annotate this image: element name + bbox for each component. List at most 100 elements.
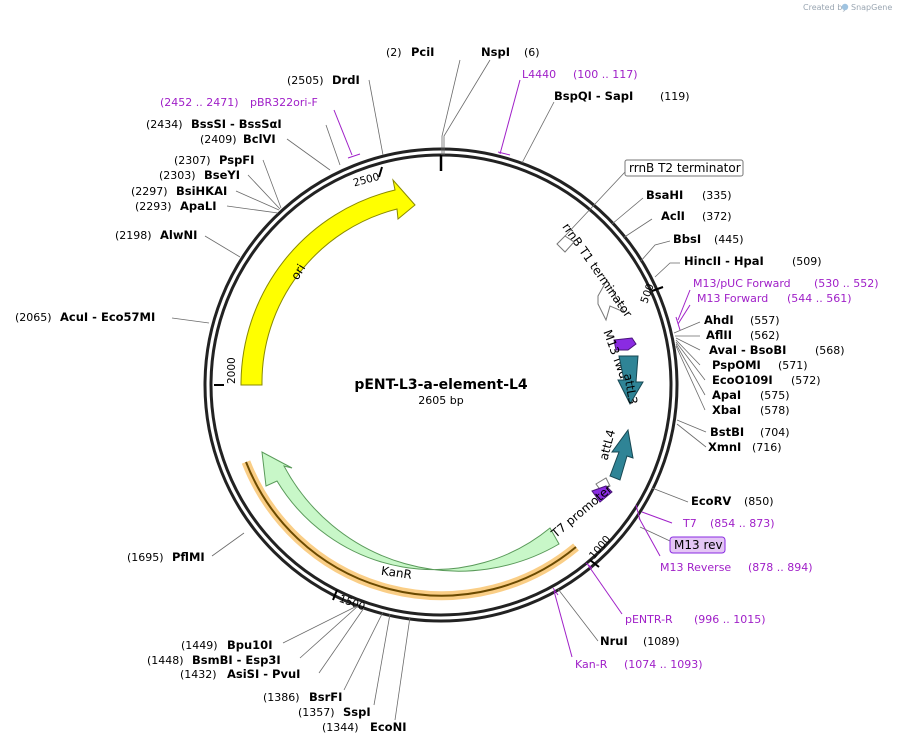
site-sspi[interactable]: (1357) SspI (298, 705, 371, 719)
primer-m13-reverse[interactable]: M13 Reverse (878 .. 894) (660, 561, 813, 574)
svg-text:AflII: AflII (706, 328, 732, 342)
m13-rev-label: M13 rev (674, 538, 723, 552)
svg-text:AlwNI: AlwNI (160, 228, 197, 242)
site-pcii[interactable]: (2) PciI (386, 45, 434, 59)
site-asisi-pvui[interactable]: (1432) AsiSI - PvuI (180, 667, 300, 681)
svg-text:(1449): (1449) (181, 639, 218, 652)
site-hincii-hpai[interactable]: HincII - HpaI (509) (684, 254, 822, 268)
site-acui-eco57mi[interactable]: (2065) AcuI - Eco57MI (15, 310, 155, 324)
site-bpu10i[interactable]: (1449) Bpu10I (181, 638, 272, 652)
svg-text:(2065): (2065) (15, 311, 52, 324)
svg-text:AsiSI - PvuI: AsiSI - PvuI (227, 667, 300, 681)
svg-text:(2297): (2297) (131, 185, 168, 198)
ori-feature[interactable]: ori (240, 178, 416, 386)
site-bsrfi[interactable]: (1386) BsrFI (263, 690, 342, 704)
site-alwni[interactable]: (2198) AlwNI (115, 228, 197, 242)
t7-promoter-label: T7 promoter (548, 482, 615, 541)
site-bsahi[interactable]: BsaHI (335) (646, 188, 732, 202)
plasmid-name: pENT-L3-a-element-L4 (354, 377, 528, 393)
svg-text:BsiHKAI: BsiHKAI (176, 184, 227, 198)
svg-text:BclVI: BclVI (243, 132, 276, 146)
attl4-feature[interactable]: attL4 (597, 428, 634, 481)
tick-label-2000: 2000 (226, 357, 238, 384)
svg-text:BsaHI: BsaHI (646, 188, 683, 202)
primer-kan-r[interactable]: Kan-R (1074 .. 1093) (575, 658, 703, 671)
svg-text:BstBI: BstBI (710, 425, 744, 439)
site-xbai[interactable]: XbaI (578) (712, 403, 790, 417)
site-pspfi[interactable]: (2307) PspFI (174, 153, 254, 167)
site-bsssi-bsssai[interactable]: (2434) BssSI - BssSαI (146, 117, 282, 131)
svg-text:(572): (572) (791, 374, 821, 387)
site-bclvi[interactable]: (2409) BclVI (200, 132, 276, 146)
svg-text:(878 .. 894): (878 .. 894) (748, 561, 813, 574)
site-bsmbi-esp3i[interactable]: (1448) BsmBI - Esp3I (147, 653, 281, 667)
svg-text:(2307): (2307) (174, 154, 211, 167)
site-pflmi[interactable]: (1695) PflMI (127, 550, 205, 564)
site-nspi[interactable]: NspI (6) (481, 45, 540, 59)
site-apali[interactable]: (2293) ApaLI (135, 199, 217, 213)
svg-text:(571): (571) (778, 359, 808, 372)
svg-text:(335): (335) (702, 189, 732, 202)
attl3-feature[interactable]: attL3 (617, 355, 644, 405)
site-bbsi[interactable]: BbsI (445) (673, 232, 744, 246)
svg-text:(2409): (2409) (200, 133, 237, 146)
plasmid-size: 2605 bp (418, 394, 463, 407)
site-ecorv[interactable]: EcoRV (850) (691, 494, 774, 508)
credit-brand: SnapGene (851, 3, 892, 12)
site-bseyi[interactable]: (2303) BseYI (159, 168, 240, 182)
backbone (203, 147, 679, 623)
svg-text:BsmBI - Esp3I: BsmBI - Esp3I (192, 653, 281, 667)
site-aflii[interactable]: AflII (562) (706, 328, 780, 342)
site-bspqi-sapi[interactable]: BspQI - SapI (119) (554, 89, 690, 103)
svg-text:pBR322ori-F: pBR322ori-F (250, 96, 318, 109)
svg-text:T7: T7 (682, 517, 697, 530)
svg-text:PspOMI: PspOMI (712, 358, 761, 372)
site-ecoo109i[interactable]: EcoO109I (572) (712, 373, 821, 387)
t7-promoter-feature[interactable]: T7 promoter (548, 477, 615, 541)
svg-text:AvaI - BsoBI: AvaI - BsoBI (709, 343, 786, 357)
rrnb-t2-terminator[interactable]: rrnB T2 terminator (556, 159, 744, 253)
svg-text:HincII - HpaI: HincII - HpaI (684, 254, 764, 268)
primer-pentr-r[interactable]: pENTR-R (996 .. 1015) (625, 613, 766, 626)
rrnb-t2-box (624, 159, 744, 177)
site-drdi[interactable]: (2505) DrdI (287, 73, 360, 87)
svg-text:Kan-R: Kan-R (575, 658, 608, 671)
primer-l4440[interactable]: L4440 (100 .. 117) (522, 68, 638, 81)
site-labels: (2) PciI NspI (6) BspQI - SapI (119) Bsa… (15, 45, 845, 734)
svg-text:(2434): (2434) (146, 118, 183, 131)
svg-text:(6): (6) (524, 46, 540, 59)
svg-text:(1089): (1089) (643, 635, 680, 648)
site-pspomi[interactable]: PspOMI (571) (712, 358, 808, 372)
svg-text:AcuI - Eco57MI: AcuI - Eco57MI (60, 310, 155, 324)
svg-text:PflMI: PflMI (172, 550, 205, 564)
site-ahdi[interactable]: AhdI (557) (704, 313, 780, 327)
svg-text:XbaI: XbaI (712, 403, 741, 417)
primer-t7[interactable]: T7 (854 .. 873) (682, 517, 775, 530)
site-avai-bsobi[interactable]: AvaI - BsoBI (568) (709, 343, 845, 357)
svg-text:(996 .. 1015): (996 .. 1015) (694, 613, 766, 626)
kanr-feature[interactable]: KanR (241, 451, 579, 601)
site-acli[interactable]: AclI (372) (661, 209, 732, 223)
svg-text:EcoRV: EcoRV (691, 494, 731, 508)
site-bstbi[interactable]: BstBI (704) (710, 425, 790, 439)
svg-text:DrdI: DrdI (332, 73, 360, 87)
rrnb-t2-label: rrnB T2 terminator (629, 161, 741, 175)
site-nrui[interactable]: NruI (1089) (600, 634, 680, 648)
svg-text:M13 Reverse: M13 Reverse (660, 561, 731, 574)
svg-text:(557): (557) (750, 314, 780, 327)
site-apai[interactable]: ApaI (575) (712, 388, 790, 402)
svg-text:(1695): (1695) (127, 551, 164, 564)
svg-text:BssSI - BssSαI: BssSI - BssSαI (191, 117, 282, 131)
svg-text:NspI: NspI (481, 45, 510, 59)
svg-text:ApaI: ApaI (712, 388, 741, 402)
site-bsihkai[interactable]: (2297) BsiHKAI (131, 184, 227, 198)
svg-text:(2505): (2505) (287, 74, 324, 87)
site-xmni[interactable]: XmnI (716) (708, 440, 782, 454)
svg-text:(2452 .. 2471): (2452 .. 2471) (160, 96, 239, 109)
site-econi[interactable]: (1344) EcoNI (322, 720, 406, 734)
m13-rev-feature[interactable]: M13 rev (639, 526, 726, 554)
primer-m13-puc-forward[interactable]: M13/pUC Forward (530 .. 552) (693, 277, 879, 290)
primer-m13-forward[interactable]: M13 Forward (544 .. 561) (697, 292, 852, 305)
primer-pbr322ori-f[interactable]: (2452 .. 2471) pBR322ori-F (160, 96, 318, 109)
site-leader-lines (171, 59, 707, 721)
